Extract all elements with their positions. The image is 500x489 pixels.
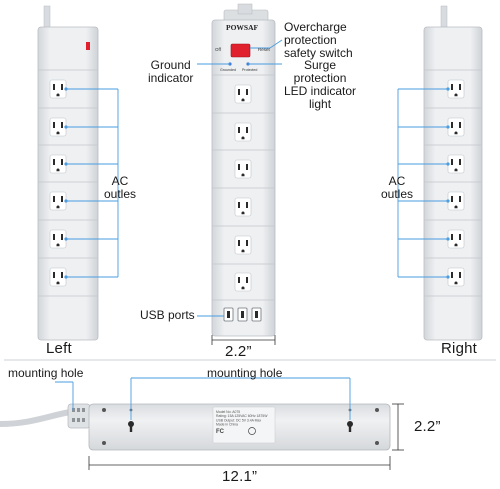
surge-led-callout: Surge protection LED indicator light <box>284 58 357 111</box>
mounting-hole-icon <box>128 421 134 432</box>
ac-outlet-icon <box>49 79 67 99</box>
bottom-width-value: 2.2” <box>414 418 441 435</box>
ac-outlet-icon <box>49 267 67 287</box>
mounting-hole-icon <box>347 421 353 432</box>
ac-outlet-icon <box>49 117 67 137</box>
switch-off-label: Off <box>215 47 222 52</box>
ac-right-callout-lines <box>397 88 448 278</box>
ac-left-callout-lines <box>66 88 119 278</box>
overcharge-switch-callout: Overcharge protection safety switch <box>284 20 353 60</box>
front-width-value: 2.2” <box>225 343 252 360</box>
front-callout-lines <box>197 39 283 317</box>
ground-indicator-callout: Ground indicator <box>148 58 194 85</box>
ac-outlet-icon <box>447 229 465 249</box>
led-grounded-label: Grounded <box>220 68 236 72</box>
ac-outlet-icon <box>447 154 465 174</box>
switch-side-icon <box>86 42 90 50</box>
ul-mark-icon <box>248 427 256 435</box>
fc-mark-icon: FC <box>216 429 225 435</box>
front-width-dimension <box>211 335 276 345</box>
right-view-label: Right <box>441 340 478 357</box>
ac-outlet-icon <box>447 267 465 287</box>
ac-outlet-icon <box>447 191 465 211</box>
ac-outlets-left-callout: AC outles <box>104 174 137 201</box>
bottom-width-dimension <box>392 403 404 451</box>
front-strip: POWSAF Off Reset Grounded Protected <box>197 3 283 345</box>
rating-label <box>212 406 276 444</box>
ac-outlet-icon <box>234 235 252 255</box>
ac-outlet-icon <box>49 229 67 249</box>
led-protected-label: Protected <box>242 68 257 72</box>
ac-outlet-icon <box>49 154 67 174</box>
brand-logo: POWSAF <box>226 23 259 32</box>
right-strip <box>397 5 483 341</box>
ac-outlet-icon <box>234 84 252 104</box>
left-strip <box>37 5 119 341</box>
usb-ports-callout: USB ports <box>140 308 195 322</box>
ac-outlets-right-callout: AC outles <box>381 174 414 201</box>
mounting-hole-center-callout: mounting hole <box>207 366 283 380</box>
length-value: 12.1” <box>222 468 258 485</box>
cord <box>43 5 51 31</box>
ac-outlet-icon <box>234 122 252 142</box>
power-cord <box>0 409 71 427</box>
ac-outlet-icon <box>234 272 252 292</box>
ac-outlet-icon <box>234 197 252 217</box>
mounting-hole-left-callout: mounting hole <box>8 366 84 380</box>
ac-outlet-icon <box>447 117 465 137</box>
ac-outlet-icon <box>49 191 67 211</box>
mounting-hole-callout-lines <box>55 377 351 420</box>
rocker-switch-icon <box>230 43 251 58</box>
ac-outlet-icon <box>234 159 252 179</box>
switch-reset-label: Reset <box>258 47 271 52</box>
left-view-label: Left <box>46 340 72 357</box>
length-dimension <box>88 456 391 470</box>
ac-outlet-icon <box>447 79 465 99</box>
